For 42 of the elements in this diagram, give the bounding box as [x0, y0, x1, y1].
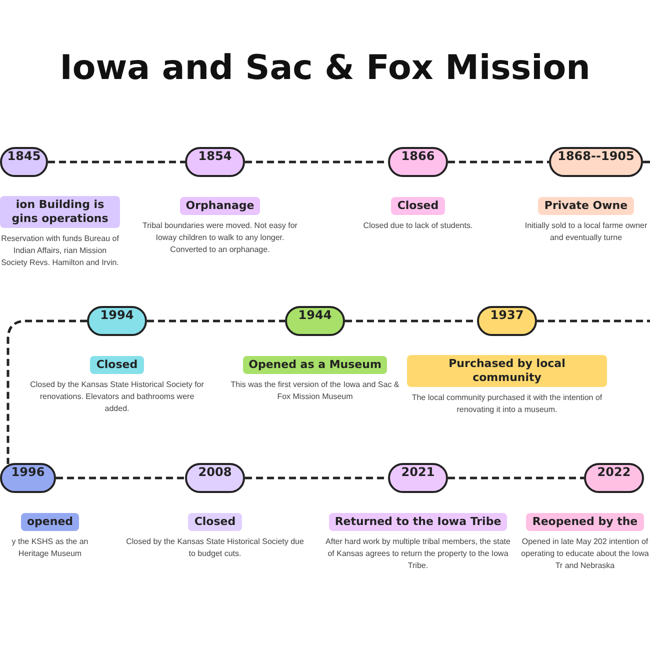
year-pill: 1868--1905 [549, 147, 643, 177]
year-pill: 1996 [0, 463, 56, 493]
event-description: Initially sold to a local farme owner and eventually turne [524, 220, 648, 244]
year-pill: 1944 [285, 306, 345, 336]
event-description: Closed by the Kansas State Historical Society due to budget cuts. [125, 536, 305, 560]
event-description: Tribal boundaries were moved. Not easy for Ioway children to walk to any longer. Converted to an orphanage. [142, 220, 298, 256]
event-description: After hard work by multiple tribal members, the state of Kansas agrees to return the property to the Iowa Tribe. [324, 536, 512, 572]
event-description: y the KSHS as the an Heritage Museum [10, 536, 90, 560]
event-description: The local community purchased it with the intention of renovating it into a museum. [410, 392, 604, 416]
year-pill: 2022 [584, 463, 644, 493]
timeline-connector [48, 160, 185, 164]
event-description: This was the first version of the Iowa and Sac & Fox Mission Museum [230, 379, 400, 403]
timeline-connector [147, 320, 285, 322]
event-heading: Purchased by local community [407, 355, 607, 387]
timeline-connector [643, 160, 650, 164]
event-heading: Returned to the Iowa Tribe [328, 513, 508, 531]
event-heading: Opened as a Museum [242, 356, 388, 374]
year-pill: 1866 [388, 147, 448, 177]
event-heading: Closed [90, 356, 144, 374]
timeline-connector [448, 476, 584, 480]
event-heading: ion Building is gins operations [0, 196, 120, 228]
event-heading: opened [20, 513, 80, 531]
event-heading: Orphanage [180, 197, 260, 215]
title: Iowa and Sac & Fox Mission [58, 48, 592, 88]
event-heading: Reopened by the [526, 513, 644, 531]
timeline-connector [537, 320, 650, 322]
event-description: Closed due to lack of students. [362, 220, 474, 232]
year-pill: 2008 [185, 463, 245, 493]
event-heading: Private Owne [538, 197, 634, 215]
event-description: Opened in late May 202 intention of operating to educate about the Iowa Tr and Nebraska [520, 536, 650, 572]
event-heading: Closed [188, 513, 242, 531]
timeline-connector [56, 476, 185, 480]
year-pill: 1994 [87, 306, 147, 336]
year-pill: 1845 [0, 147, 48, 177]
year-pill: 1937 [477, 306, 537, 336]
year-pill: 2021 [388, 463, 448, 493]
event-description: Closed by the Kansas State Historical Society for renovations. Elevators and bathrooms were added. [29, 379, 205, 415]
event-description: Reservation with funds Bureau of Indian Affairs, rian Mission Society Revs. Hamilton and Irvin. [0, 233, 120, 269]
timeline-connector [6, 320, 87, 464]
event-heading: Closed [391, 197, 445, 215]
timeline-connector [448, 160, 549, 164]
year-pill: 1854 [185, 147, 245, 177]
